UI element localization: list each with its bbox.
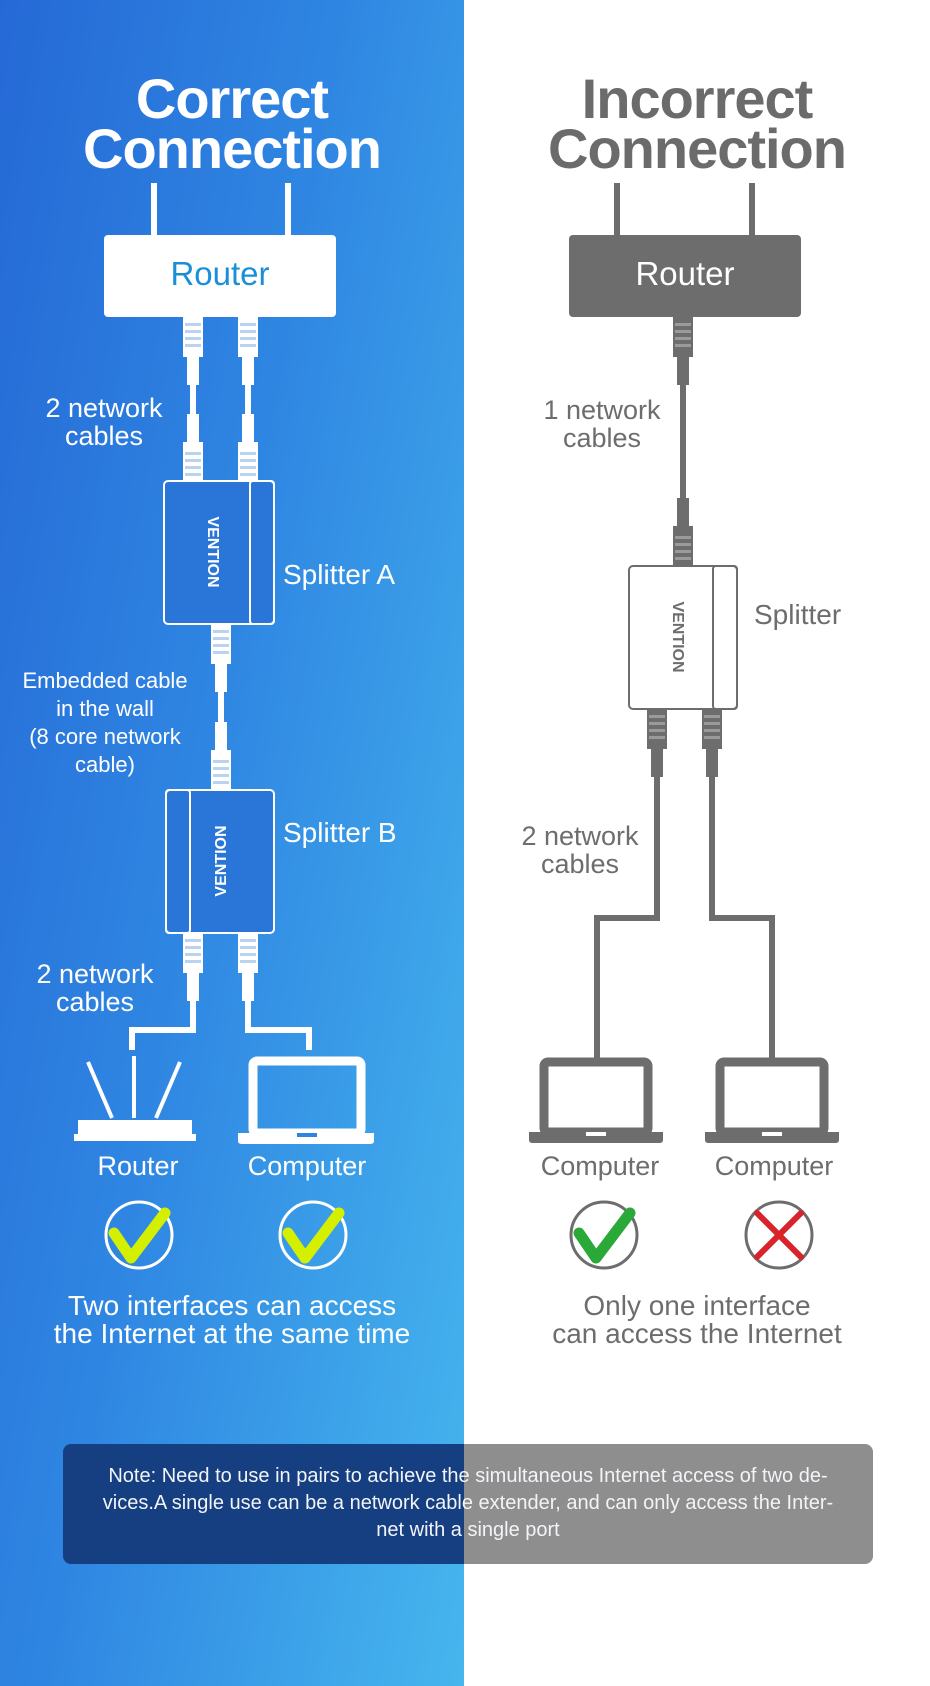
correct-connection-title: Correct Connection (22, 67, 442, 180)
label-line: (8 core network (29, 724, 181, 749)
router-device-icon (74, 1056, 196, 1141)
computer-device-icon (705, 1057, 839, 1143)
left-router-box: Router (104, 183, 336, 317)
router-check-icon (104, 1200, 174, 1270)
right-top-cables-label: 1 network cables (528, 396, 676, 452)
splitter-b-brand: VENTION (213, 825, 230, 896)
left-router-label: Router (170, 255, 269, 292)
label-line: cables (562, 423, 642, 453)
label-line: 2 network (36, 959, 154, 989)
left-result-text: Two interfaces can access the Internet a… (22, 1292, 442, 1348)
title-line: Connection (548, 117, 847, 180)
label-line: Only one interface (583, 1290, 811, 1321)
note-line: net with a single port (376, 1519, 560, 1541)
computer-device-label: Computer (540, 1151, 660, 1181)
label-line: cables (540, 849, 620, 879)
right-result-text: Only one interface can access the Intern… (487, 1292, 907, 1348)
computer-device-label: Computer (247, 1151, 367, 1181)
note-text: Note: Need to use in pairs to achieve th… (81, 1463, 855, 1544)
note-box-right (464, 1444, 873, 1564)
label-line: cables (55, 987, 135, 1017)
computer-device-icon (529, 1057, 663, 1143)
note-line: Note: Need to use in pairs to achieve th… (108, 1465, 828, 1487)
right-splitter-brand: VENTION (669, 601, 686, 672)
wall-cable (211, 624, 231, 790)
note-box-left (63, 1444, 464, 1564)
right-top-cable (673, 317, 693, 566)
right-router-box: Router (569, 183, 801, 317)
label-line: 2 network (521, 821, 639, 851)
note-line: vices.A single use can be a network cabl… (102, 1492, 834, 1514)
label-line: cable) (75, 752, 135, 777)
splitter-b-device: VENTION (165, 789, 275, 934)
note-box: Note: Need to use in pairs to achieve th… (63, 1444, 873, 1564)
title-line: Incorrect (581, 67, 814, 130)
incorrect-connection-title: Incorrect Connection (487, 67, 907, 180)
left-top-cables-label: 2 network cables (30, 394, 178, 450)
right-bottom-cables-label: 2 network cables (506, 822, 654, 878)
computer-cross-icon (744, 1200, 814, 1270)
label-line: the Internet at the same time (53, 1318, 411, 1349)
right-splitter-device: VENTION (628, 565, 738, 710)
splitter-a-brand: VENTION (204, 516, 221, 587)
title-line: Correct (135, 67, 329, 130)
label-line: Two interfaces can access (67, 1290, 397, 1321)
wall-cable-label: Embedded cable in the wall (8 core netwo… (10, 667, 200, 779)
right-router-label: Router (635, 255, 734, 292)
splitter-a-device: VENTION (163, 480, 275, 625)
right-splitter-label: Splitter (754, 599, 842, 630)
label-line: 2 network (45, 393, 163, 423)
label-line: 1 network (543, 395, 661, 425)
label-line: cables (64, 421, 144, 451)
computer-check-icon (569, 1200, 639, 1270)
router-device-label: Router (97, 1151, 179, 1181)
splitter-a-label: Splitter A (283, 559, 396, 590)
label-line: can access the Internet (552, 1318, 842, 1349)
left-bottom-cables-label: 2 network cables (22, 960, 168, 1016)
computer-device-label: Computer (714, 1151, 834, 1181)
label-line: in the wall (56, 696, 154, 721)
left-top-cables (183, 317, 258, 482)
title-line: Connection (83, 117, 382, 180)
computer-device-icon (238, 1056, 374, 1144)
left-bottom-cables (129, 933, 312, 1050)
label-line: Embedded cable (22, 668, 188, 693)
right-bottom-cables (594, 709, 775, 1060)
computer-check-icon (278, 1200, 348, 1270)
splitter-b-label: Splitter B (283, 817, 397, 848)
